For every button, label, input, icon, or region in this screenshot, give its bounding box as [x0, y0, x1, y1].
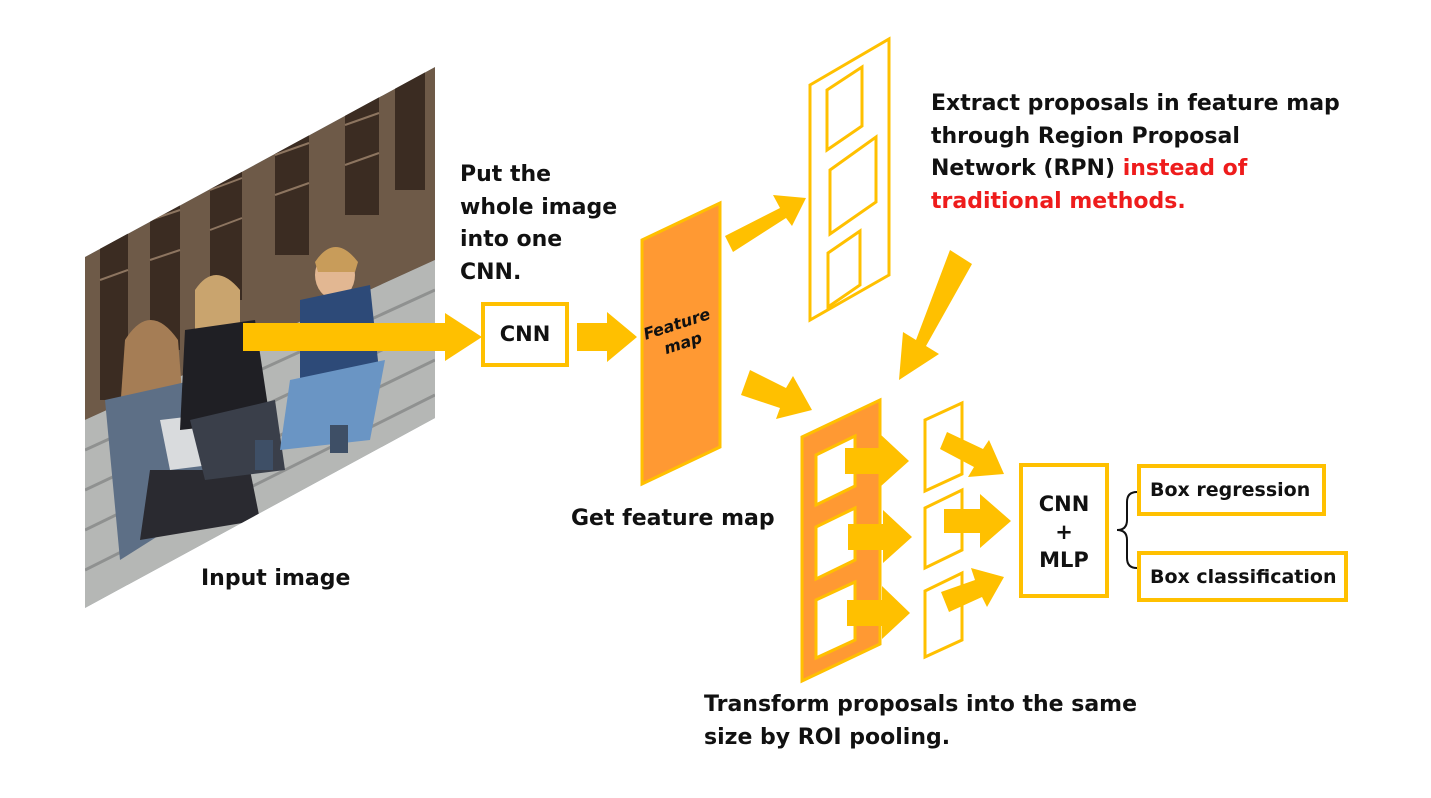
cnn-box: [481, 302, 569, 367]
input-image-caption: Input image: [201, 566, 351, 591]
box-regression-box: [1137, 464, 1326, 516]
arrow-cnn-to-feature-map: [577, 312, 637, 362]
arrow-feature-map-to-rpn: [725, 195, 806, 252]
cnn-mlp-label: CNN + MLP: [1021, 490, 1107, 574]
get-feature-map-caption: Get feature map: [571, 506, 775, 531]
feature-map-shape: [640, 200, 722, 487]
box-classification-box: [1137, 551, 1348, 602]
extract-line-3-red: instead of: [1122, 156, 1248, 181]
cnn-mlp-label-line3: MLP: [1039, 548, 1089, 572]
extract-proposals-caption: Extract proposals in feature map through…: [931, 88, 1340, 218]
extract-line-4: traditional methods.: [931, 188, 1186, 214]
box-regression-label: Box regression: [1150, 479, 1311, 501]
roi-pooling-arrows: [845, 434, 912, 639]
arrow-rpn-to-roi: [899, 250, 972, 380]
cnn-label: CNN: [499, 322, 551, 346]
output-brace: [1116, 491, 1138, 569]
put-line-4: CNN.: [460, 259, 522, 285]
extract-line-3-black: Network (RPN): [931, 156, 1123, 181]
cnn-mlp-label-line1: CNN: [1038, 492, 1090, 516]
transform-line-1: Transform proposals into the same: [704, 692, 1138, 717]
arrow-feature-map-to-roi: [741, 370, 812, 419]
transform-proposals-caption: Transform proposals into the same size b…: [704, 689, 1137, 754]
extract-line-1: Extract proposals in feature map: [931, 91, 1340, 116]
put-line-2: whole image: [460, 194, 618, 220]
transform-line-2: size by ROI pooling.: [704, 724, 951, 750]
cnn-mlp-label-line2: +: [1055, 520, 1073, 544]
box-classification-label: Box classification: [1150, 566, 1337, 588]
put-line-1: Put the: [460, 162, 552, 187]
put-line-3: into one: [460, 227, 563, 252]
extract-line-2: through Region Proposal: [931, 123, 1240, 149]
put-whole-image-caption: Put the whole image into one CNN.: [460, 159, 617, 289]
extract-line-3: Network (RPN) instead of: [931, 153, 1340, 186]
pooled-to-cnn-mlp-arrows: [940, 432, 1011, 612]
arrow-image-to-cnn: [243, 313, 482, 361]
rpn-proposals-panel: [808, 36, 891, 323]
pooled-proposals: [923, 400, 964, 660]
cnn-mlp-box: [1019, 463, 1109, 598]
